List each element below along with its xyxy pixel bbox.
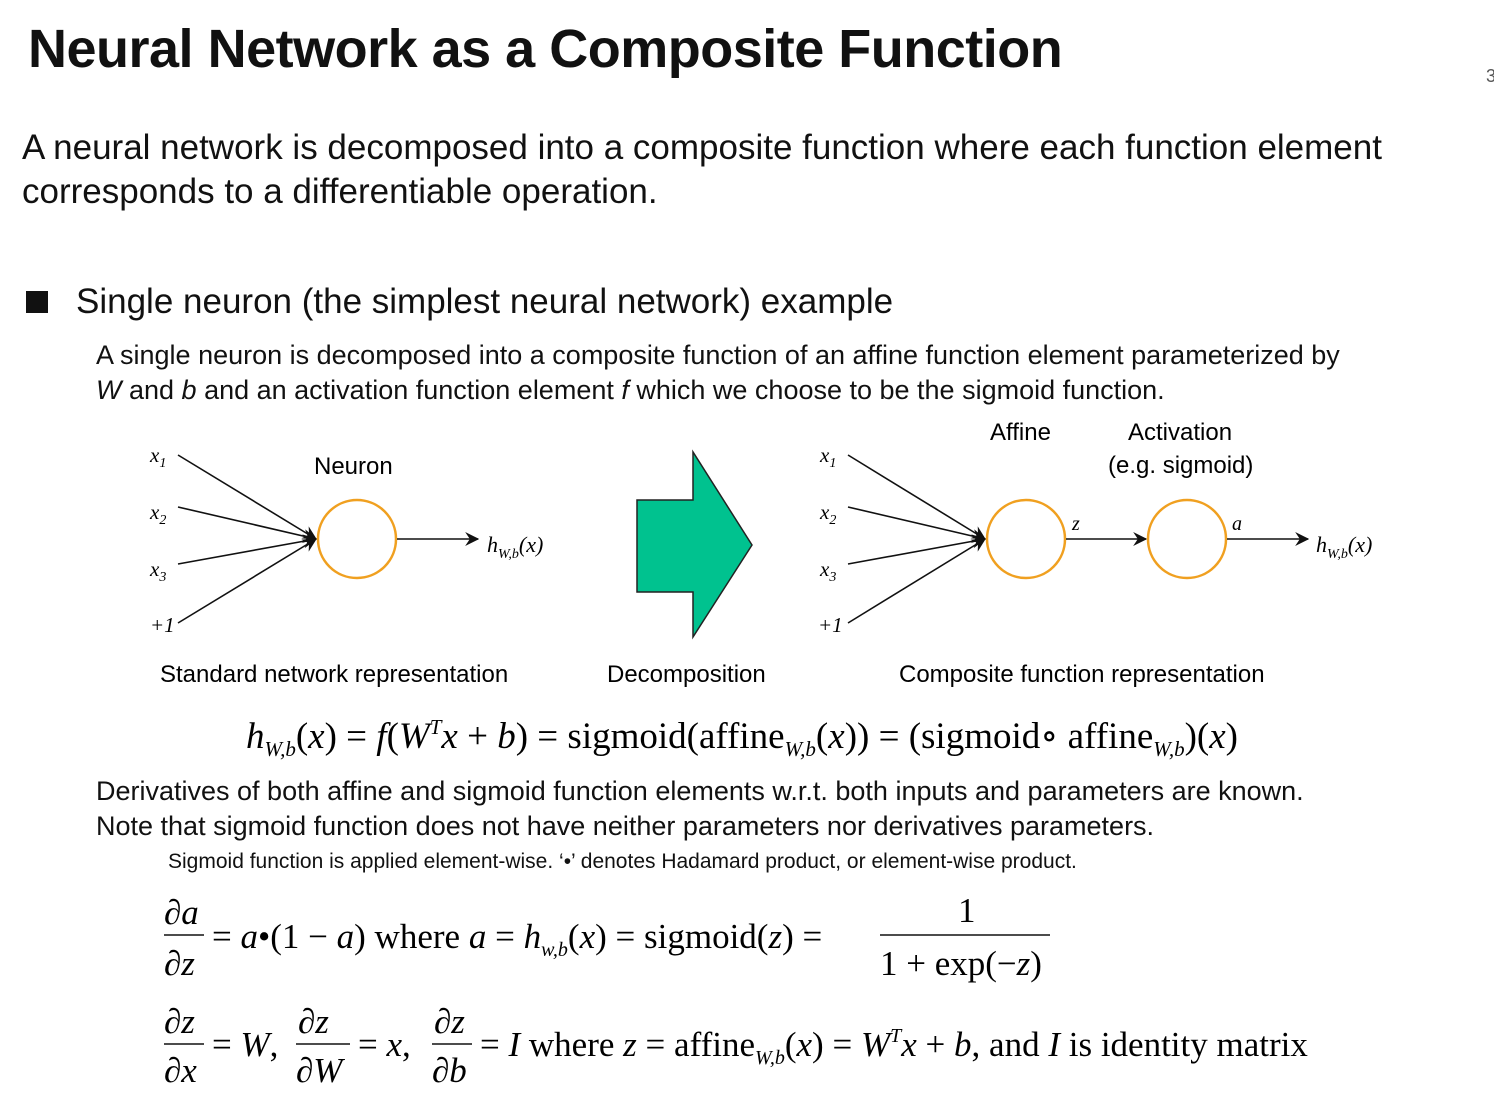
- right-input-x1: x1: [819, 443, 836, 471]
- dz-denominator: ∂z: [164, 944, 195, 983]
- derivative-equation-1: ∂a ∂z = a•(1 − a) where a = hw,b(x) = si…: [164, 891, 1050, 983]
- activation-label: Activation: [1128, 419, 1232, 446]
- derivative-equation-2: ∂z ∂x = W, ∂z ∂W = x, ∂z ∂b = I where z …: [164, 1002, 1308, 1090]
- page-number: 3: [1486, 66, 1494, 86]
- activation-sublabel: (e.g. sigmoid): [1108, 452, 1253, 479]
- main-equation-text: hW,b(x) = f(WTx + b) = sigmoid(affineW,b…: [246, 715, 1238, 761]
- a-label: a: [1232, 513, 1242, 535]
- standard-network: x1 x2 x3 +1 Neuron hW,b(x): [149, 443, 543, 637]
- desc-c: and an activation function element: [196, 375, 622, 405]
- right-edge-4: [847, 538, 986, 624]
- eq2-part1: = W,: [212, 1025, 278, 1064]
- left-edge-3: [177, 534, 318, 565]
- slide-title: Neural Network as a Composite Function: [28, 19, 1063, 79]
- desc-line-1: A single neuron is decomposed into a com…: [96, 340, 1340, 370]
- caption-standard: Standard network representation: [160, 661, 508, 688]
- left-edge-4: [177, 538, 317, 624]
- right-output-label: hW,b(x): [1316, 532, 1372, 562]
- decomposition-arrow: [636, 449, 753, 640]
- desc-a: and: [121, 375, 182, 405]
- eq2-part3: = I where z = affineW,b(x) = WTx + b, an…: [480, 1025, 1308, 1069]
- desc-f: f: [621, 375, 629, 405]
- intro-line-2: corresponds to a differentiable operatio…: [22, 172, 658, 211]
- note-line-1: Derivatives of both affine and sigmoid f…: [96, 776, 1304, 806]
- desc-line-2: W and b and an activation function eleme…: [96, 373, 1340, 408]
- right-edge-3: [847, 534, 987, 565]
- hadamard-note: Sigmoid function is applied element-wise…: [168, 850, 1077, 873]
- right-edge-1: [847, 454, 986, 540]
- derivatives-note: Derivatives of both affine and sigmoid f…: [96, 774, 1304, 844]
- intro-paragraph: A neural network is decomposed into a co…: [22, 126, 1492, 214]
- neuron-label: Neuron: [314, 453, 393, 480]
- left-input-x1: x1: [149, 443, 166, 471]
- main-equation: hW,b(x) = f(WTx + b) = sigmoid(affineW,b…: [246, 715, 1238, 761]
- db-den: ∂b: [432, 1051, 467, 1090]
- left-input-x3: x3: [149, 557, 166, 585]
- right-input-bias: +1: [818, 613, 843, 637]
- eq1-one: 1: [958, 891, 976, 930]
- activation-circle: [1146, 498, 1228, 580]
- desc-d: which we choose to be the sigmoid functi…: [628, 375, 1165, 405]
- right-input-x3: x3: [819, 557, 836, 585]
- affine-circle: [985, 498, 1067, 580]
- eq2-part2: = x,: [358, 1025, 411, 1064]
- affine-label: Affine: [990, 419, 1051, 446]
- intro-line-1: A neural network is decomposed into a co…: [22, 128, 1382, 167]
- left-input-bias: +1: [150, 613, 175, 637]
- left-input-x2: x2: [149, 500, 166, 528]
- green-arrow-icon: [636, 449, 753, 640]
- note-line-2: Note that sigmoid function does not have…: [96, 811, 1155, 841]
- square-bullet-icon: [26, 291, 48, 313]
- right-edge-2: [847, 506, 987, 543]
- desc-w: W: [96, 375, 122, 405]
- dx-den: ∂x: [164, 1051, 197, 1090]
- dz-num-c: ∂z: [434, 1002, 465, 1041]
- left-output-label: hW,b(x): [487, 532, 543, 562]
- left-edge-1: [177, 454, 317, 540]
- da-numerator: ∂a: [164, 893, 199, 932]
- left-edge-2: [177, 506, 318, 543]
- desc-b: b: [181, 375, 197, 405]
- eq1-body: = a•(1 − a) where a = hw,b(x) = sigmoid(…: [212, 917, 822, 961]
- caption-composite: Composite function representation: [899, 661, 1265, 688]
- composite-network: x1 x2 x3 +1 Affine Activation (e.g. sigm…: [818, 419, 1372, 637]
- dw-den: ∂W: [296, 1051, 345, 1090]
- eq1-denominator: 1 + exp(−z): [880, 944, 1042, 983]
- neuron-circle: [316, 498, 398, 580]
- z-label: z: [1071, 513, 1080, 535]
- dz-num-b: ∂z: [298, 1002, 329, 1041]
- right-input-x2: x2: [819, 500, 836, 528]
- caption-decomposition: Decomposition: [607, 661, 766, 688]
- dz-num-a: ∂z: [164, 1002, 195, 1041]
- bullet-heading: Single neuron (the simplest neural netwo…: [76, 282, 894, 321]
- description: A single neuron is decomposed into a com…: [96, 338, 1340, 408]
